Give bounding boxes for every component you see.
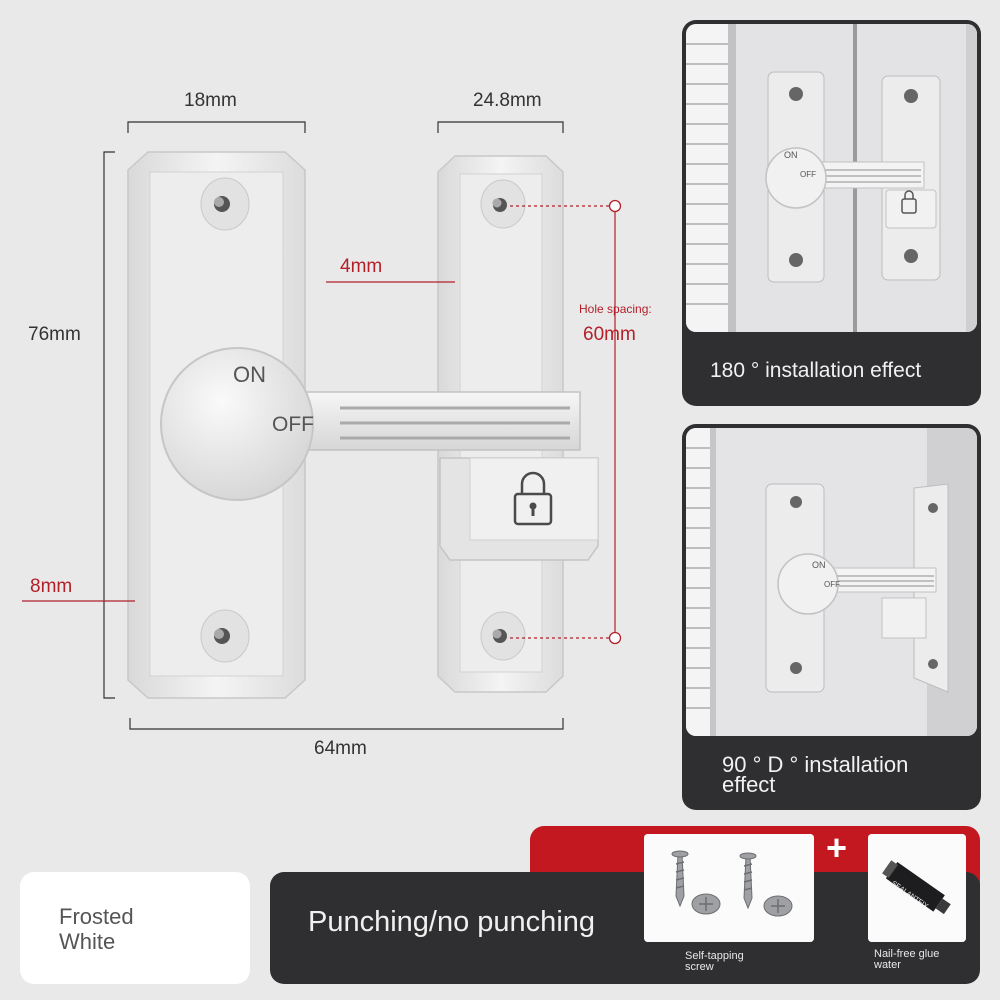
color-option-line2: White [59,929,116,954]
mini-knob-on-90: ON [812,560,826,570]
glue-image: SEALANTFIX [868,834,966,942]
plus-icon: + [826,827,848,868]
mini-knob-on-180: ON [784,150,798,160]
screw-caption-line1: Self-tapping [685,950,744,962]
dimension-offset-top: 4mm [340,256,383,277]
mini-knob-off-90: OFF [824,580,840,589]
dimension-width-right: 24.8mm [473,90,542,111]
dimension-width-left: 18mm [184,90,237,111]
screw-caption-line2: screw [685,961,714,973]
installation-180-photo [686,24,977,332]
knob-on-label: ON [233,362,266,387]
installation-180-caption: 180 ° installation effect [710,359,922,382]
glue-caption-line2: water [874,959,901,971]
rotating-knob [160,347,314,501]
sliding-bar [289,391,581,451]
latch-diagram [22,121,622,730]
padlock-icon [513,471,553,526]
glue-caption-line1: Nail-free glue [874,948,940,960]
hole-spacing-value: 60mm [583,324,636,345]
door-90-illustration [686,428,977,736]
screw-icon [644,834,814,942]
glue-tube-icon [868,834,966,942]
installation-90-photo [686,428,977,736]
dimension-height: 76mm [28,324,81,345]
color-option-line1: Frosted [59,904,134,929]
dimension-total-width: 64mm [314,738,367,759]
mounting-panel: Punching/no punching [270,872,980,984]
screws-image [644,834,814,942]
installation-90-caption-line1: 90 ° D ° installation [722,752,909,777]
color-option-box: Frosted White [20,872,250,984]
hole-spacing-label: Hole spacing: [579,302,652,316]
installation-90-caption-line2: effect [722,772,776,797]
door-180-illustration [686,24,977,332]
dimension-offset-bottom: 8mm [30,576,73,597]
installation-90-card: ON OFF 90 ° D ° installation effect [682,424,981,810]
catch-block [439,457,599,561]
mini-knob-off-180: OFF [800,170,816,179]
installation-180-card: ON OFF 180 ° installation effect [682,20,981,406]
knob-off-label: OFF [272,413,314,436]
mounting-title: Punching/no punching [308,906,596,938]
